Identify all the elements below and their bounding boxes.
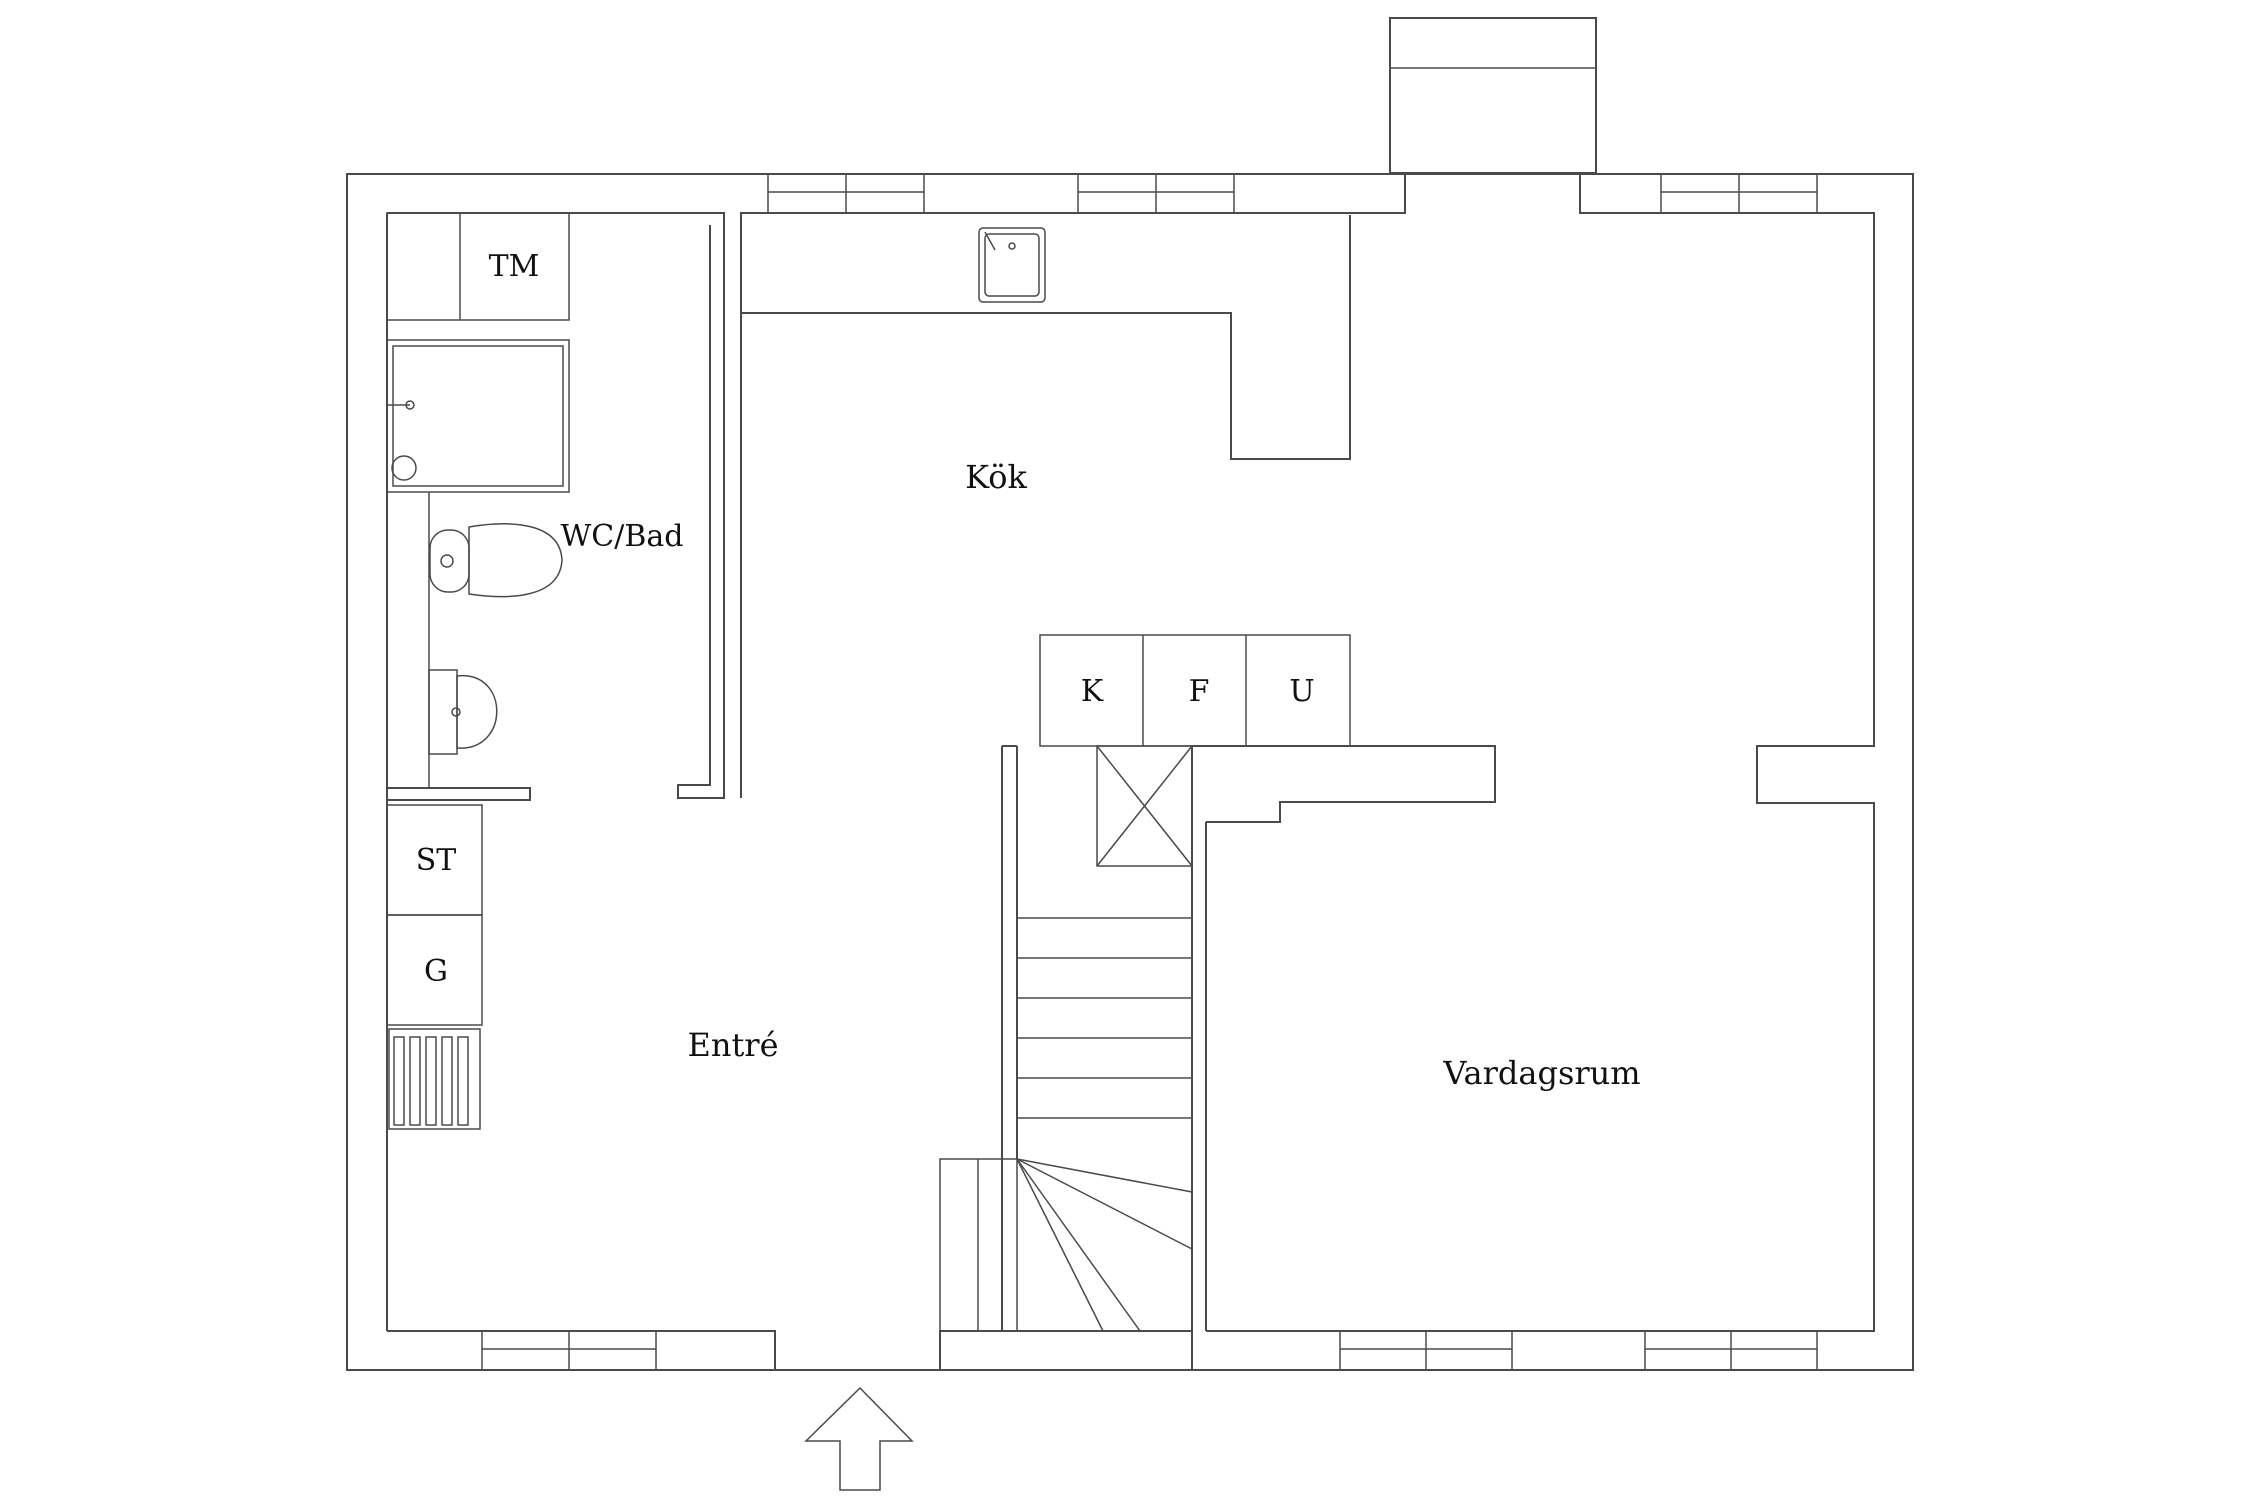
entre-cabinets <box>386 804 483 1130</box>
room-wc-bad: WC/Bad <box>560 519 683 554</box>
washbasin-icon <box>428 669 498 755</box>
sink-icon <box>978 227 1046 303</box>
inner-walls <box>386 174 1875 1370</box>
room-kok: Kök <box>965 458 1027 496</box>
windows-top <box>767 173 1818 214</box>
kitchen-appliances <box>1039 634 1351 747</box>
radiator-icon <box>388 1028 481 1130</box>
label-u: U <box>1289 674 1314 709</box>
shower-icon <box>386 339 570 493</box>
windows-bottom <box>481 1330 1818 1371</box>
room-vardagsrum: Vardagsrum <box>1442 1054 1640 1092</box>
room-entre: Entré <box>687 1026 778 1064</box>
bathroom-fixtures <box>386 212 570 788</box>
label-g: G <box>424 954 448 989</box>
shaft <box>1096 745 1193 867</box>
chimney <box>1389 17 1597 174</box>
label-f: F <box>1189 674 1210 709</box>
label-st: ST <box>416 843 457 878</box>
outer-walls <box>346 173 1914 1371</box>
staircase <box>939 917 1193 1332</box>
entrance-arrow-icon <box>804 1386 914 1491</box>
label-k: K <box>1081 674 1104 709</box>
toilet-icon <box>429 523 563 598</box>
label-tm: TM <box>489 249 540 284</box>
